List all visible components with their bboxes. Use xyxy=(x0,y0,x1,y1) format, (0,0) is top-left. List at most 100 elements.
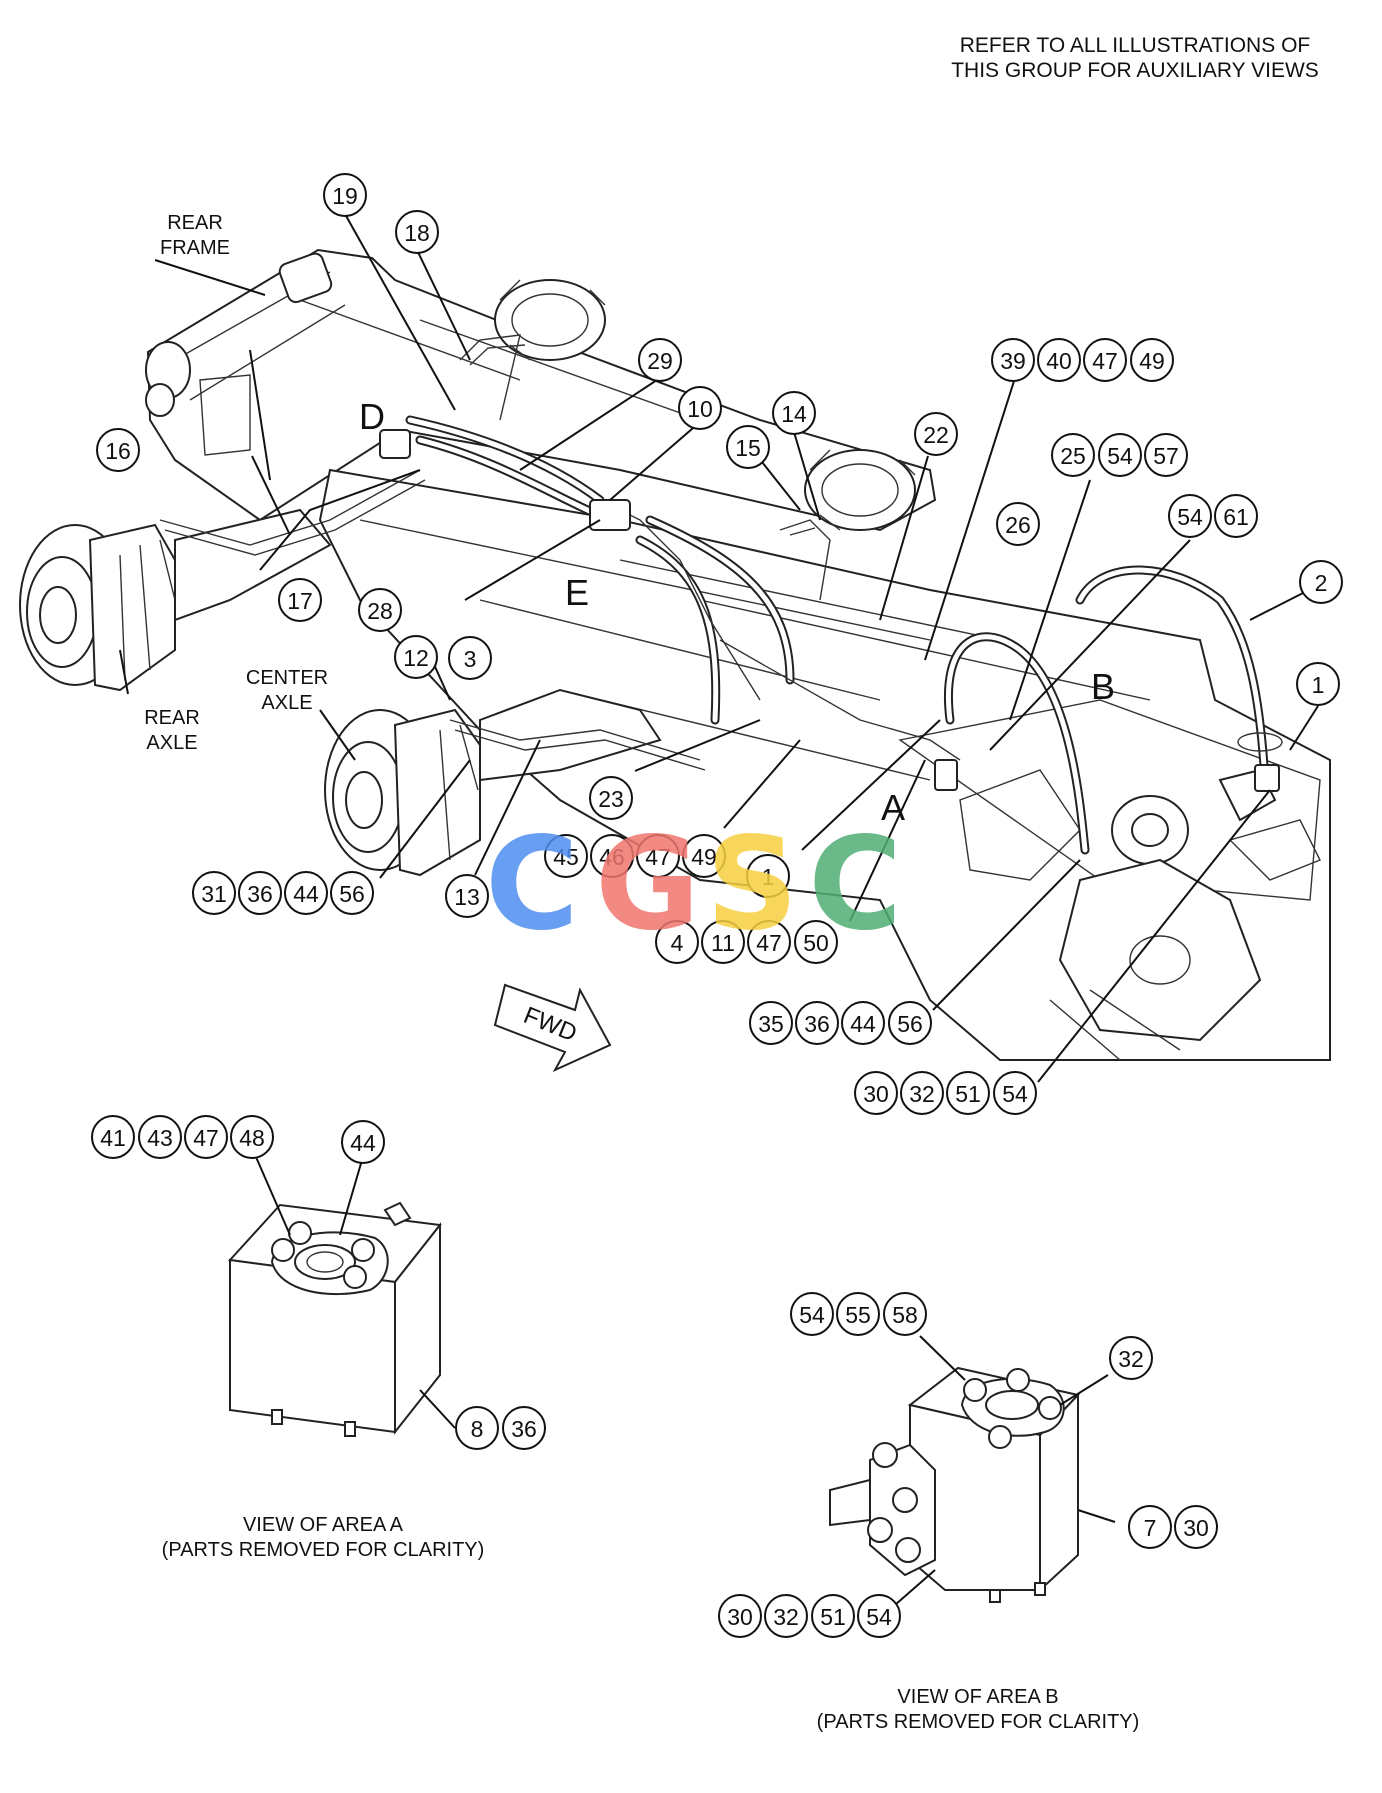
callout-45: 45 xyxy=(544,834,588,878)
svg-text:44: 44 xyxy=(850,1011,876,1037)
view-b-subtitle: (PARTS REMOVED FOR CLARITY) xyxy=(817,1711,1140,1733)
rear-frame-label-2: FRAME xyxy=(160,237,230,259)
callout-28: 28 xyxy=(358,588,402,632)
callout-36: 36 xyxy=(238,871,282,915)
callout-1: 1 xyxy=(1296,662,1340,706)
callout-54: 54 xyxy=(993,1071,1037,1115)
callout-30: 30 xyxy=(854,1071,898,1115)
callout-51: 51 xyxy=(811,1594,855,1638)
callout-56: 56 xyxy=(888,1001,932,1045)
svg-text:44: 44 xyxy=(350,1130,376,1156)
svg-text:23: 23 xyxy=(598,786,624,812)
svg-text:1: 1 xyxy=(762,864,775,890)
callout-32: 32 xyxy=(1109,1336,1153,1380)
svg-text:4: 4 xyxy=(671,930,684,956)
leader-lines xyxy=(119,213,1319,1083)
callout-26: 26 xyxy=(996,502,1040,546)
svg-text:13: 13 xyxy=(454,884,480,910)
svg-text:11: 11 xyxy=(711,930,735,956)
svg-text:47: 47 xyxy=(756,930,782,956)
svg-text:45: 45 xyxy=(553,844,579,870)
view-a-title: VIEW OF AREA A xyxy=(243,1514,404,1536)
svg-text:32: 32 xyxy=(1118,1346,1144,1372)
svg-text:55: 55 xyxy=(845,1302,871,1328)
callout-30: 30 xyxy=(718,1594,762,1638)
svg-text:35: 35 xyxy=(758,1011,784,1037)
callout-61: 61 xyxy=(1214,494,1258,538)
area-a-label: A xyxy=(881,787,905,828)
callout-49: 49 xyxy=(682,834,726,878)
callout-54: 54 xyxy=(790,1292,834,1336)
callout-18: 18 xyxy=(395,210,439,254)
area-e-label: E xyxy=(565,572,589,613)
callout-1: 1 xyxy=(746,854,790,898)
svg-text:1: 1 xyxy=(1312,672,1325,698)
svg-text:28: 28 xyxy=(367,598,393,624)
svg-text:58: 58 xyxy=(892,1302,918,1328)
svg-text:47: 47 xyxy=(1092,348,1118,374)
svg-text:54: 54 xyxy=(799,1302,825,1328)
svg-text:48: 48 xyxy=(239,1125,265,1151)
svg-text:29: 29 xyxy=(647,348,673,374)
callout-35: 35 xyxy=(749,1001,793,1045)
callout-40: 40 xyxy=(1037,338,1081,382)
area-d-label: D xyxy=(359,396,385,437)
svg-text:12: 12 xyxy=(403,645,429,671)
svg-text:19: 19 xyxy=(332,183,358,209)
callout-11: 11 xyxy=(701,920,745,964)
svg-text:43: 43 xyxy=(147,1125,173,1151)
view-a-subtitle: (PARTS REMOVED FOR CLARITY) xyxy=(162,1539,485,1561)
callout-7: 7 xyxy=(1128,1505,1172,1549)
svg-text:18: 18 xyxy=(404,220,430,246)
svg-text:2: 2 xyxy=(1315,570,1328,596)
svg-text:26: 26 xyxy=(1005,512,1031,538)
callout-47: 47 xyxy=(184,1115,228,1159)
callout-54: 54 xyxy=(1098,433,1142,477)
callout-25: 25 xyxy=(1051,433,1095,477)
area-b-label: B xyxy=(1091,666,1115,707)
callout-4: 4 xyxy=(655,920,699,964)
watermark-letter: C xyxy=(808,810,902,959)
svg-text:16: 16 xyxy=(105,438,131,464)
callout-17: 17 xyxy=(278,578,322,622)
watermark-letter: G xyxy=(595,810,700,959)
svg-text:47: 47 xyxy=(193,1125,219,1151)
svg-text:51: 51 xyxy=(955,1081,981,1107)
svg-text:36: 36 xyxy=(247,881,273,907)
callout-30: 30 xyxy=(1174,1505,1218,1549)
header-note-line2: THIS GROUP FOR AUXILIARY VIEWS xyxy=(951,59,1319,82)
callout-36: 36 xyxy=(795,1001,839,1045)
rear-axle-label-1: REAR xyxy=(144,707,200,729)
callout-36: 36 xyxy=(502,1406,546,1450)
svg-text:39: 39 xyxy=(1000,348,1026,374)
view-b-title: VIEW OF AREA B xyxy=(897,1686,1058,1708)
svg-text:25: 25 xyxy=(1060,443,1086,469)
svg-text:30: 30 xyxy=(863,1081,889,1107)
callout-46: 46 xyxy=(590,834,634,878)
callout-15: 15 xyxy=(726,425,770,469)
svg-text:46: 46 xyxy=(599,844,625,870)
rear-frame-label-1: REAR xyxy=(167,212,223,234)
callout-48: 48 xyxy=(230,1115,274,1159)
svg-text:32: 32 xyxy=(773,1604,799,1630)
callout-54: 54 xyxy=(857,1594,901,1638)
center-axle-label-1: CENTER xyxy=(246,667,328,689)
svg-text:15: 15 xyxy=(735,435,761,461)
rear-axle-label-2: AXLE xyxy=(146,732,197,754)
callout-19: 19 xyxy=(323,173,367,217)
svg-text:54: 54 xyxy=(1002,1081,1028,1107)
svg-text:57: 57 xyxy=(1153,443,1179,469)
callout-12: 12 xyxy=(394,635,438,679)
svg-text:41: 41 xyxy=(100,1125,126,1151)
svg-text:36: 36 xyxy=(511,1416,537,1442)
svg-text:8: 8 xyxy=(471,1416,484,1442)
svg-text:44: 44 xyxy=(293,881,319,907)
center-axle-label-2: AXLE xyxy=(261,692,312,714)
svg-text:30: 30 xyxy=(1183,1515,1209,1541)
callout-55: 55 xyxy=(836,1292,880,1336)
callout-32: 32 xyxy=(900,1071,944,1115)
callout-10: 10 xyxy=(678,386,722,430)
svg-text:49: 49 xyxy=(1139,348,1165,374)
callout-2: 2 xyxy=(1299,560,1343,604)
